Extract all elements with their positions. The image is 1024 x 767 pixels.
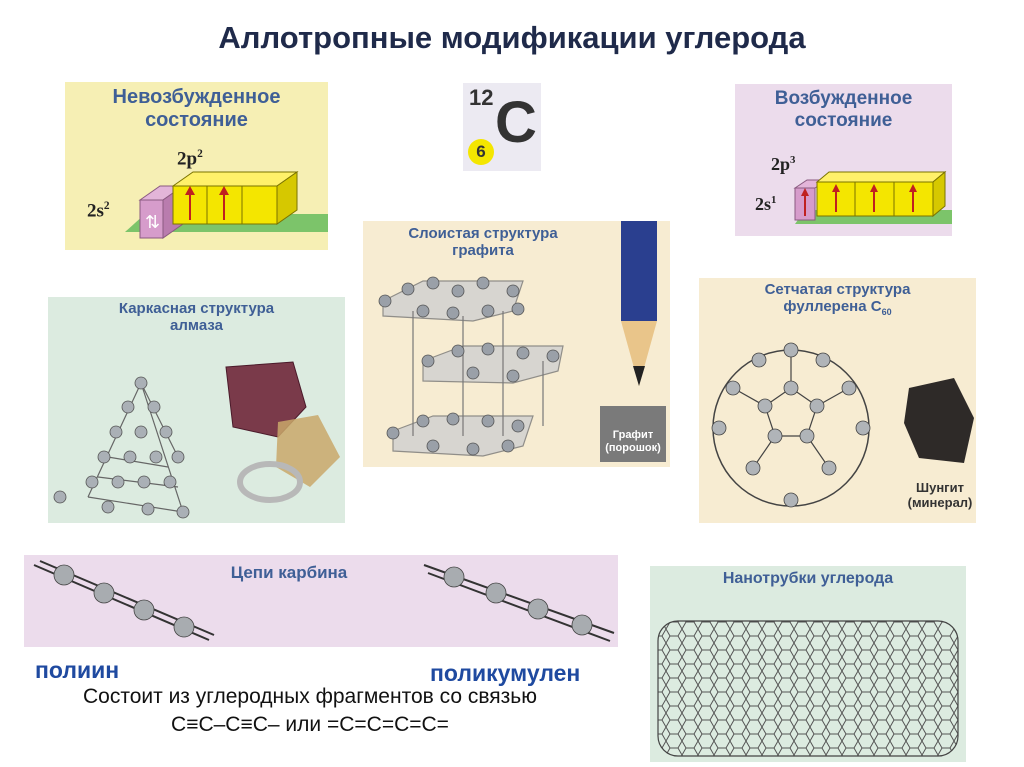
carbyne-description: Состоит из углеродных фрагментов со связ… xyxy=(82,685,537,736)
ground-orbital-diagram: ⇅ xyxy=(125,171,328,239)
carbyne-panel: Цепи карбина xyxy=(24,555,618,647)
atomic-number-badge: 6 xyxy=(468,139,494,165)
fullerene-caption: Шунгит (минерал) xyxy=(907,480,973,510)
excited-state-title: Возбужденное состояние xyxy=(774,88,913,131)
carbyne-title: Цепи карбина xyxy=(230,563,348,582)
page-title: Аллотропные модификации углерода xyxy=(218,20,806,55)
graphite-title: Слоистая структура графита xyxy=(408,225,558,260)
graphite-caption: Графит (порошок) xyxy=(605,429,661,454)
ground-state-panel: Невозбужденное состояние 2p2 2s2 ⇅ xyxy=(65,82,328,250)
nanotube-illustration xyxy=(657,620,959,757)
nanotubes-title: Нанотрубки углерода xyxy=(722,570,894,587)
nanotubes-panel: Нанотрубки углерода xyxy=(650,566,966,762)
element-symbol: C xyxy=(495,90,537,155)
carbyne-chains-illustration xyxy=(33,560,615,642)
excited-2s-label: 2s1 xyxy=(755,194,777,214)
excited-2p-label: 2p3 xyxy=(771,154,796,174)
carbon-element-box: 12 C 6 xyxy=(463,83,541,171)
polyyne-label: полиин xyxy=(35,657,120,683)
polycumulene-label: поликумулен xyxy=(430,660,581,686)
graphite-panel: Слоистая структура графита Графит (порош… xyxy=(363,221,670,467)
svg-text:⇅: ⇅ xyxy=(145,212,160,232)
excited-state-panel: Возбужденное состояние 2p3 2s1 xyxy=(735,84,952,236)
fullerene-panel: Сетчатая структура фуллерена C60 Шунгит … xyxy=(699,278,976,523)
excited-orbital-diagram xyxy=(793,170,952,224)
mass-number: 12 xyxy=(469,85,494,110)
ground-state-title: Невозбужденное состояние xyxy=(112,86,281,131)
ground-2p-label: 2p2 xyxy=(177,148,203,170)
fullerene-title: Сетчатая структура фуллерена C60 xyxy=(764,281,911,318)
diamond-title: Каркасная структура алмаза xyxy=(118,300,275,335)
ground-2s-label: 2s2 xyxy=(87,200,110,222)
diamond-panel: Каркасная структура алмаза xyxy=(48,297,345,523)
graphite-structure-illustration xyxy=(378,221,666,462)
fullerene-structure-illustration xyxy=(711,342,974,508)
diamond-structure-illustration xyxy=(53,361,340,519)
